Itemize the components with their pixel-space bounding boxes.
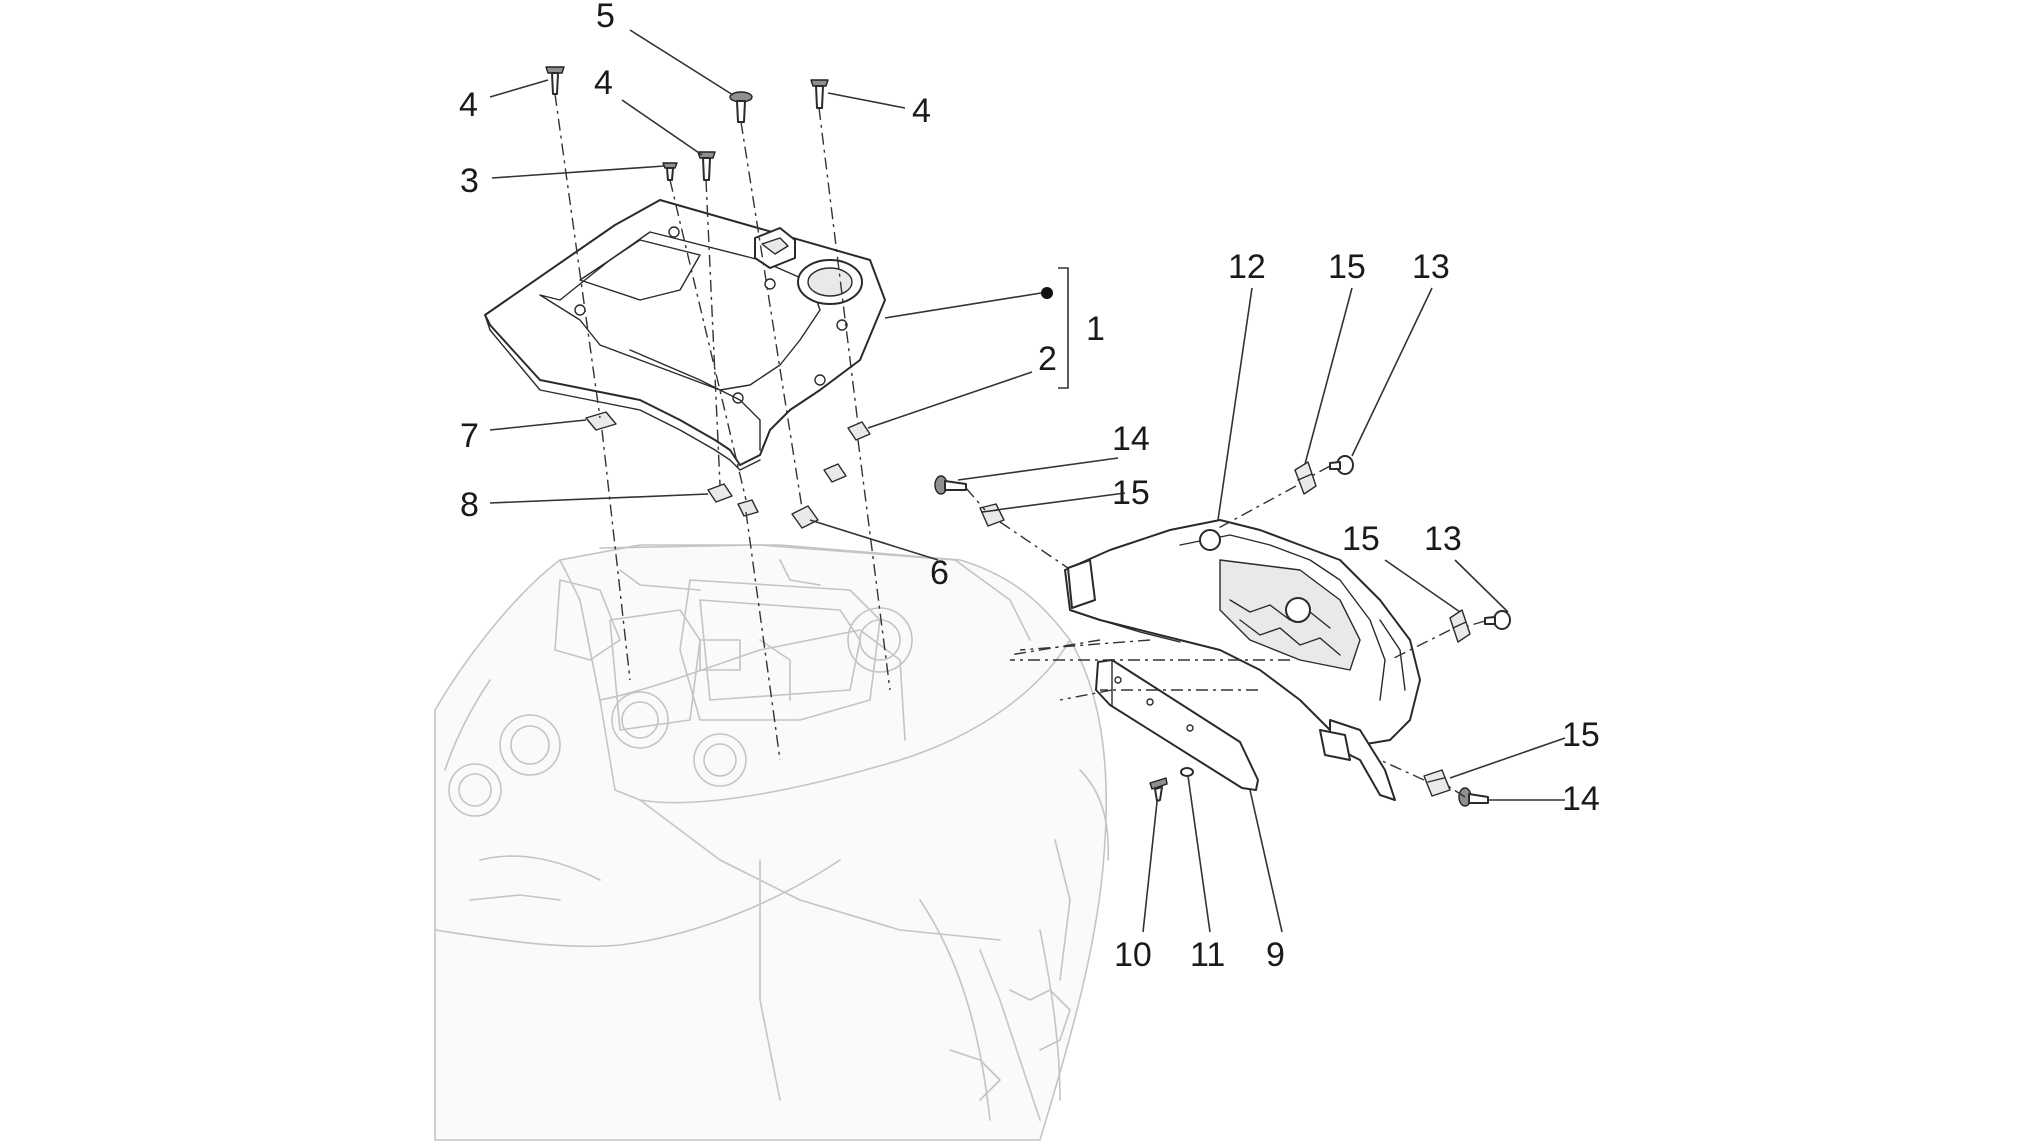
callout-labels: 5 4 4 4 3 1 2 7 8 6 12 15 13 14 15 15 13… xyxy=(459,0,1600,974)
tail-bracket-part-12 xyxy=(1064,519,1421,801)
screw-13-bottom xyxy=(1484,610,1511,630)
screw-10 xyxy=(1149,777,1168,802)
scooter-body-outline xyxy=(434,544,1110,1141)
clip-nut-8-a xyxy=(707,483,733,503)
callout-15-second: 15 xyxy=(1112,474,1150,512)
leader-lines xyxy=(489,29,1566,933)
callout-7: 7 xyxy=(460,417,479,455)
assembly-lines xyxy=(554,93,1486,798)
callout-14-top: 14 xyxy=(1112,420,1150,458)
callout-2: 2 xyxy=(1038,340,1057,378)
screw-14-top xyxy=(934,475,967,495)
callout-9: 9 xyxy=(1266,936,1285,974)
clip-15-c xyxy=(1449,609,1471,643)
screw-4-left xyxy=(545,66,565,95)
callout-11: 11 xyxy=(1190,936,1225,974)
reference-dot xyxy=(1041,287,1053,299)
screw-14-bottom xyxy=(1458,787,1489,807)
clip-nut-2 xyxy=(847,421,871,441)
clip-15-b xyxy=(1294,461,1317,495)
callout-6: 6 xyxy=(930,554,949,592)
screw-4-middle xyxy=(697,151,716,181)
screw-4-right xyxy=(810,79,829,109)
callout-4-left: 4 xyxy=(459,86,478,124)
callout-13-bottom: 13 xyxy=(1424,520,1462,558)
callout-12: 12 xyxy=(1228,248,1266,286)
callout-3: 3 xyxy=(460,162,479,200)
plate-holder-part-9 xyxy=(1095,659,1259,791)
callout-4-right: 4 xyxy=(912,92,931,130)
callout-13-top: 13 xyxy=(1412,248,1450,286)
callout-10: 10 xyxy=(1114,936,1152,974)
callout-1: 1 xyxy=(1086,310,1105,348)
callout-8: 8 xyxy=(460,486,479,524)
group-bracket-1-2 xyxy=(867,267,1069,429)
callout-5: 5 xyxy=(596,0,615,35)
callout-4-middle: 4 xyxy=(594,64,613,102)
callout-14-bottom: 14 xyxy=(1562,780,1600,818)
clip-nut-8-b xyxy=(737,499,759,517)
callout-15-third: 15 xyxy=(1342,520,1380,558)
screw-3 xyxy=(662,162,678,181)
clip-nut-6-b xyxy=(823,463,847,483)
rear-cover-part-1 xyxy=(484,199,886,471)
clip-15-d xyxy=(1423,769,1451,797)
callout-15-bottom: 15 xyxy=(1562,716,1600,754)
callout-15-top: 15 xyxy=(1328,248,1366,286)
clip-nut-7 xyxy=(585,411,617,431)
washer-11 xyxy=(1180,767,1194,777)
screw-13-top xyxy=(1329,455,1354,475)
clip-nut-6 xyxy=(791,505,819,529)
screw-5 xyxy=(729,91,753,123)
